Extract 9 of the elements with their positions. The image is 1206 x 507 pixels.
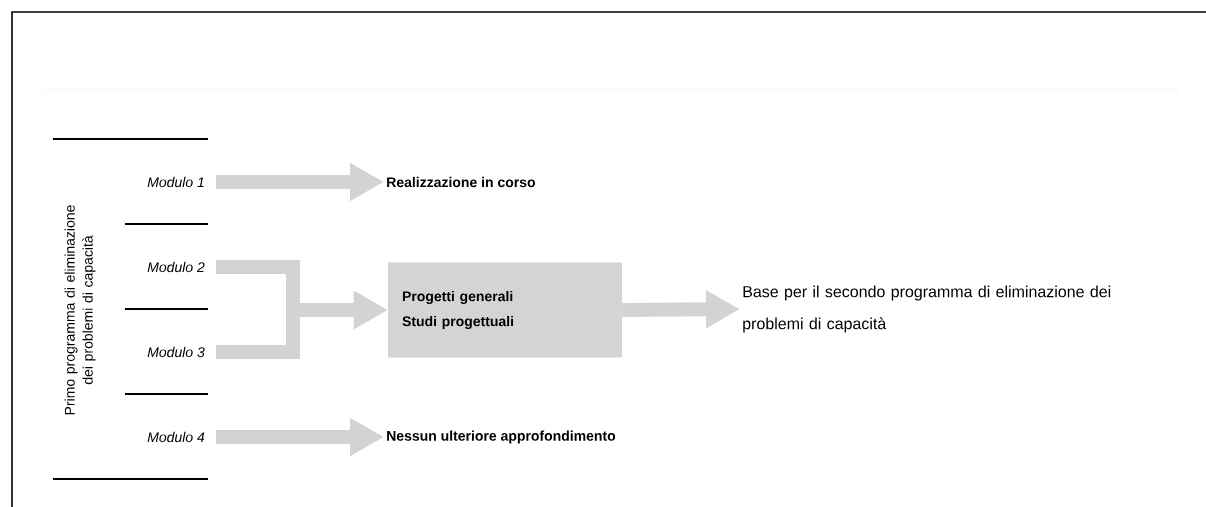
module-label: Modulo 3: [147, 346, 205, 358]
process-box: Progetti generali Studi progettuali: [388, 262, 622, 358]
module-label: Modulo 2: [147, 261, 205, 273]
result-text: Base per il secondo programma di eliminazione dei problemi di capacità: [743, 285, 1111, 333]
result-text: Nessun ulteriore approfondimento: [387, 430, 616, 444]
module-label: Modulo 4: [147, 431, 205, 443]
result-text: Realizzazione in corso: [387, 176, 536, 188]
vertical-title: Primo programma di eliminazione dei problemi di capacità: [64, 205, 96, 415]
module-label: Modulo 1: [147, 176, 204, 188]
